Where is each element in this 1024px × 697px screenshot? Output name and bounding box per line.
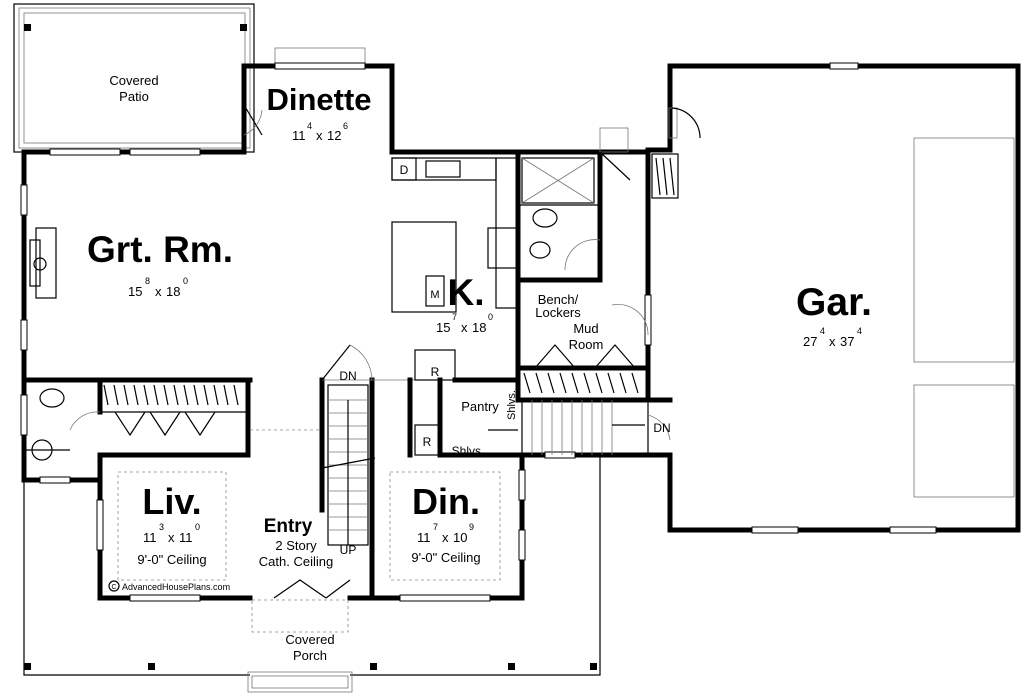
mudroom-lockers	[523, 372, 639, 394]
label-dining: Din. 11 7 x 10 9 9'-0" Ceiling	[411, 481, 480, 565]
label-garage: Gar. 27 4 x 37 4 DN	[653, 281, 872, 435]
svg-text:x: x	[442, 530, 449, 545]
svg-text:4: 4	[857, 326, 862, 336]
svg-text:Dinette: Dinette	[266, 82, 371, 117]
garage-stairs	[531, 400, 645, 455]
svg-text:C: C	[111, 584, 116, 591]
svg-text:Bench/: Bench/	[538, 292, 579, 307]
watermark: C AdvancedHousePlans.com	[108, 580, 230, 592]
svg-text:x: x	[168, 530, 175, 545]
svg-text:Pantry: Pantry	[461, 399, 499, 414]
ceiling-lines	[117, 429, 501, 581]
svg-text:9'-0" Ceiling: 9'-0" Ceiling	[411, 550, 480, 565]
svg-text:15: 15	[128, 284, 142, 299]
main-stairs	[321, 384, 376, 546]
svg-text:Cath. Ceiling: Cath. Ceiling	[259, 554, 333, 569]
svg-text:Lockers: Lockers	[535, 305, 581, 320]
svg-text:Patio: Patio	[119, 89, 149, 104]
svg-text:Room: Room	[569, 337, 604, 352]
svg-text:Shlvs.: Shlvs.	[506, 390, 518, 420]
svg-text:Covered: Covered	[109, 73, 158, 88]
svg-text:9'-0" Ceiling: 9'-0" Ceiling	[137, 552, 206, 567]
svg-text:UP: UP	[340, 543, 357, 557]
svg-text:12: 12	[327, 128, 341, 143]
svg-text:18: 18	[166, 284, 180, 299]
svg-text:x: x	[155, 284, 162, 299]
svg-text:Shlvs.: Shlvs.	[452, 444, 485, 458]
svg-text:Grt. Rm.: Grt. Rm.	[87, 229, 233, 270]
svg-text:Entry: Entry	[264, 516, 313, 537]
svg-text:R: R	[423, 435, 432, 449]
kitchen-fixtures	[29, 157, 595, 461]
covered-porch-area	[23, 455, 601, 693]
svg-text:DN: DN	[653, 421, 670, 435]
svg-text:Din.: Din.	[412, 481, 480, 522]
label-living: Liv. 11 3 x 11 0 9'-0" Ceiling	[137, 481, 206, 567]
svg-text:Mud: Mud	[573, 321, 598, 336]
svg-text:15: 15	[436, 320, 450, 335]
svg-text:0: 0	[195, 522, 200, 532]
svg-text:D: D	[400, 163, 409, 177]
svg-text:11: 11	[292, 128, 306, 143]
svg-text:11: 11	[417, 530, 431, 545]
svg-text:3: 3	[159, 522, 164, 532]
label-entry: Entry 2 Story Cath. Ceiling	[259, 516, 333, 569]
label-covered-porch: Covered Porch	[285, 632, 334, 663]
windows	[20, 47, 652, 602]
label-mud-room: Bench/ Lockers Mud Room	[535, 292, 603, 352]
svg-text:37: 37	[840, 334, 854, 349]
doors	[69, 104, 671, 599]
garage-stair-hangers	[651, 153, 679, 199]
label-great-room: Grt. Rm. 15 8 x 18 0	[87, 229, 233, 299]
svg-text:AdvancedHousePlans.com: AdvancedHousePlans.com	[122, 582, 230, 592]
svg-text:x: x	[829, 334, 836, 349]
garage-walls	[645, 62, 1021, 534]
svg-text:6: 6	[343, 121, 348, 131]
svg-text:10: 10	[453, 530, 467, 545]
svg-text:DN: DN	[339, 369, 356, 383]
svg-text:R: R	[431, 365, 440, 379]
upper-closet-hangers	[103, 384, 239, 406]
svg-text:x: x	[461, 320, 468, 335]
svg-text:18: 18	[472, 320, 486, 335]
svg-text:x: x	[316, 128, 323, 143]
label-covered-patio: Covered Patio	[109, 73, 158, 104]
svg-text:M: M	[430, 289, 439, 301]
svg-text:27: 27	[803, 334, 817, 349]
svg-text:0: 0	[488, 312, 493, 322]
svg-text:4: 4	[307, 121, 312, 131]
label-dinette: Dinette 11 4 x 12 6	[266, 82, 371, 143]
closet-fixtures	[103, 153, 679, 437]
svg-text:K.: K.	[448, 272, 485, 313]
svg-text:11: 11	[143, 530, 157, 545]
svg-text:4: 4	[820, 326, 825, 336]
svg-text:Liv.: Liv.	[142, 481, 201, 522]
svg-text:Covered: Covered	[285, 632, 334, 647]
svg-text:9: 9	[469, 522, 474, 532]
svg-text:Porch: Porch	[293, 648, 327, 663]
svg-text:8: 8	[145, 276, 150, 286]
svg-text:7: 7	[433, 522, 438, 532]
svg-text:7: 7	[452, 312, 457, 322]
svg-text:11: 11	[179, 530, 193, 545]
svg-text:Gar.: Gar.	[796, 281, 872, 324]
svg-text:2 Story: 2 Story	[275, 538, 317, 553]
stair-labels: DN UP	[339, 369, 356, 557]
label-kitchen: K. 15 7 x 18 0 D M	[400, 163, 493, 335]
svg-text:0: 0	[183, 276, 188, 286]
label-pantry: Pantry Shlvs. Shlvs. R R	[423, 365, 518, 458]
